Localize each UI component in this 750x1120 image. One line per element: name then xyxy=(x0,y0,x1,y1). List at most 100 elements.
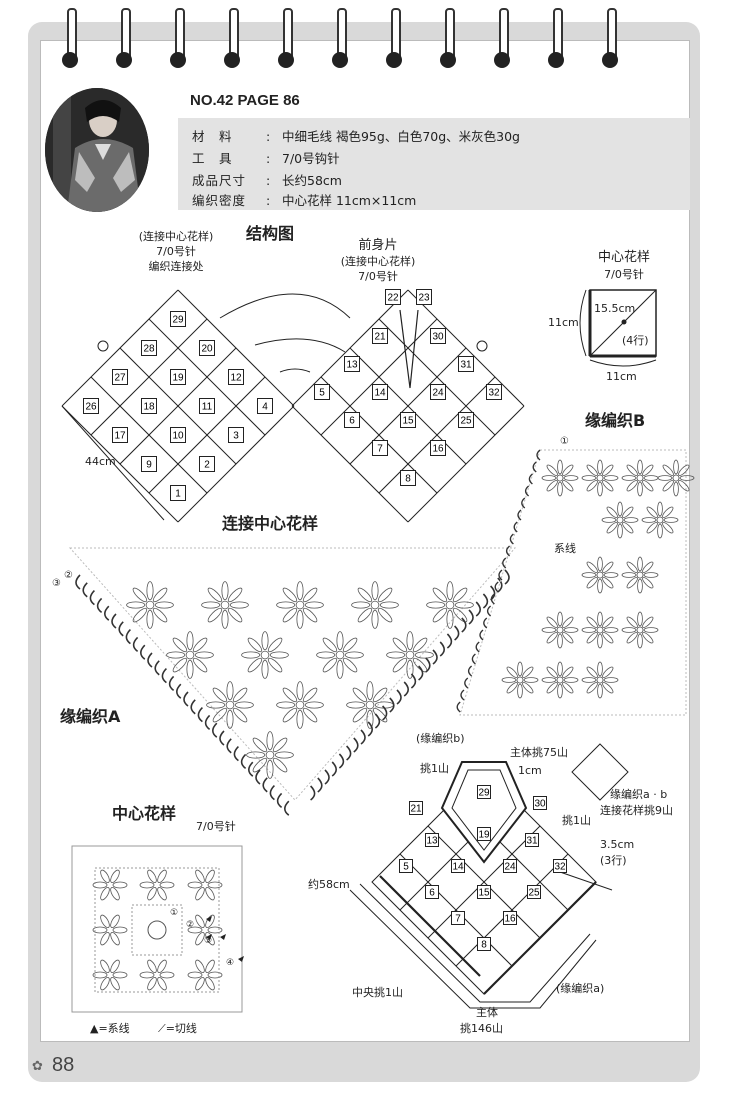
gap-1cm: 1cm xyxy=(518,764,542,777)
motif-number: 8 xyxy=(405,474,411,485)
legend-join: ▲=系线 xyxy=(90,1022,130,1035)
binding-ring xyxy=(170,8,186,72)
motif-number: 13 xyxy=(346,360,358,371)
mark-1: ① xyxy=(170,908,179,918)
gauge-row: 编织密度:中心花样 11cm×11cm xyxy=(192,193,417,208)
motif-number: 4 xyxy=(262,402,268,413)
motif-number: 27 xyxy=(114,373,126,384)
motif-chart-title: 中心花样 xyxy=(112,804,177,823)
motif-number: 26 xyxy=(85,402,97,413)
edge-b-start: ① xyxy=(560,436,569,447)
join-note-1: (连接中心花样) xyxy=(138,230,214,243)
pick-1-top: 挑1山 xyxy=(420,762,449,775)
motif-number: 13 xyxy=(426,836,438,847)
mark-2: ② xyxy=(186,920,195,930)
motif-small-bottom: 11cm xyxy=(606,370,637,383)
motif-number: 14 xyxy=(452,862,464,873)
size-row: 成品尺寸:长约58cm xyxy=(192,173,342,188)
flower-icon: ✿ xyxy=(32,1059,43,1074)
binding-ring xyxy=(224,8,240,72)
motif-number: 12 xyxy=(230,373,242,384)
main-146: 挑146山 xyxy=(460,1022,503,1035)
model-photo xyxy=(45,88,149,212)
motif-number: 7 xyxy=(377,444,383,455)
binding-ring xyxy=(386,8,402,72)
page-number: 88 xyxy=(52,1054,75,1076)
motif-number: 1 xyxy=(175,489,181,500)
motif-number: 20 xyxy=(201,344,213,355)
motif-number: 23 xyxy=(418,293,430,304)
motif-chart-needle: 7/0号针 xyxy=(196,820,236,833)
edge-ab-2: 连接花样挑9山 xyxy=(600,804,673,817)
motif-number: 7 xyxy=(455,914,461,925)
motif-number: 29 xyxy=(172,315,184,326)
motif-number: 31 xyxy=(526,836,538,847)
motif-number: 19 xyxy=(172,373,184,384)
motif-small-title: 中心花样 xyxy=(597,250,651,265)
binding-ring xyxy=(278,8,294,72)
pick-1-right: 挑1山 xyxy=(562,814,591,827)
motif-number: 25 xyxy=(528,888,540,899)
tool-row: 工 具:7/0号钩针 xyxy=(192,151,340,166)
motif-number: 2 xyxy=(204,460,210,471)
lace-charts xyxy=(68,449,695,816)
motif-number: 21 xyxy=(410,804,422,815)
binding-ring xyxy=(602,8,618,72)
binding-ring xyxy=(116,8,132,72)
join-note-3: 编织连接处 xyxy=(148,260,204,273)
main-1: 主体 xyxy=(476,1006,498,1019)
binding-ring xyxy=(62,8,78,72)
binding-ring xyxy=(548,8,564,72)
joined-start-2: ② xyxy=(64,570,73,581)
motif-small-rows: (4行) xyxy=(622,334,649,347)
front-title: 前身片 xyxy=(358,238,398,253)
motif-number: 30 xyxy=(432,332,444,343)
joined-title: 连接中心花样 xyxy=(222,514,319,533)
motif-number: 22 xyxy=(387,293,399,304)
motif-number: 14 xyxy=(374,388,386,399)
depth-label: 3.5cm xyxy=(600,838,635,851)
edge-b-label: (缘编织b) xyxy=(416,732,465,745)
motif-number: 21 xyxy=(374,332,386,343)
main-75-label: 主体挑75山 xyxy=(510,746,568,759)
motif-number: 6 xyxy=(349,416,355,427)
motif-number: 8 xyxy=(481,940,487,951)
edge-a-title: 缘编织A xyxy=(60,707,121,726)
legend-cut: ⟋=切线 xyxy=(158,1022,197,1035)
motif-small-diagram xyxy=(579,289,657,367)
motif-number: 16 xyxy=(504,914,516,925)
motif-number: 25 xyxy=(460,416,472,427)
motif-number: 24 xyxy=(432,388,444,399)
motif-small-needle: 7/0号针 xyxy=(604,268,644,281)
motif-number: 15 xyxy=(402,416,414,427)
join-note-2: 7/0号针 xyxy=(156,245,196,258)
motif-number: 24 xyxy=(504,862,516,873)
motif-number: 3 xyxy=(233,431,239,442)
info-box: 材 料:中细毛线 褐色95g、白色70g、米灰色30g 工 具:7/0号钩针 成… xyxy=(178,118,690,210)
edge-ab-1: 缘编织a · b xyxy=(610,788,668,801)
motif-number: 10 xyxy=(172,431,184,442)
materials-row: 材 料:中细毛线 褐色95g、白色70g、米灰色30g xyxy=(192,129,520,144)
structure-title: 结构图 xyxy=(246,224,295,243)
motif-number: 18 xyxy=(143,402,155,413)
motif-number: 6 xyxy=(429,888,435,899)
depth-rows: (3行) xyxy=(600,854,627,867)
motif-number: 30 xyxy=(534,799,546,810)
motif-number: 9 xyxy=(146,460,152,471)
motif-small-side: 11cm xyxy=(548,316,579,329)
width-label: 44cm xyxy=(85,455,116,468)
motif-number: 32 xyxy=(554,862,566,873)
motif-number: 31 xyxy=(460,360,472,371)
center-pick: 中央挑1山 xyxy=(352,986,403,999)
length-label: 约58cm xyxy=(308,878,350,891)
front-note-1: (连接中心花样) xyxy=(340,255,416,268)
motif-number: 32 xyxy=(488,388,500,399)
front-note-2: 7/0号针 xyxy=(358,270,398,283)
mark-4: ④ xyxy=(226,958,235,968)
joined-start-3: ③ xyxy=(52,578,61,589)
binding-ring xyxy=(494,8,510,72)
motif-number: 15 xyxy=(478,888,490,899)
motif-small-inner: 15.5cm xyxy=(594,302,636,315)
